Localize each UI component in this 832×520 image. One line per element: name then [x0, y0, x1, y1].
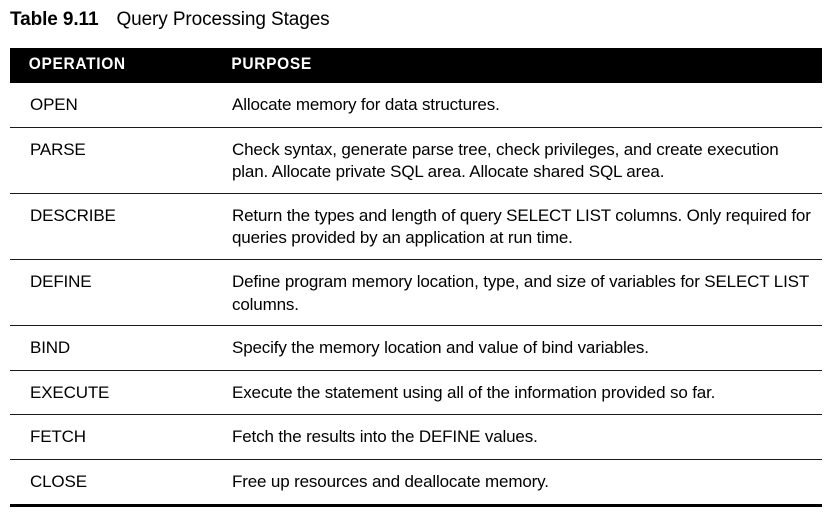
cell-operation: EXECUTE — [10, 370, 222, 416]
cell-purpose: Fetch the results into the DEFINE values… — [222, 414, 822, 461]
cell-operation: DEFINE — [10, 259, 222, 327]
cell-purpose: Return the types and length of query SEL… — [222, 193, 822, 261]
cell-purpose: Specify the memory location and value of… — [222, 325, 822, 371]
column-header-purpose: PURPOSE — [222, 48, 786, 83]
cell-operation: PARSE — [10, 127, 222, 194]
table-caption-label: Table 9.11 — [10, 9, 99, 30]
table-caption-title: Query Processing Stages — [116, 9, 330, 30]
cell-purpose: Allocate memory for data structures. — [222, 83, 822, 128]
column-header-operation: OPERATION — [10, 48, 210, 83]
cell-purpose: Free up resources and deallocate memory. — [222, 459, 822, 507]
cell-operation: CLOSE — [10, 459, 222, 507]
cell-operation: DESCRIBE — [10, 193, 222, 261]
table-caption: Table 9.11 Query Processing Stages — [10, 4, 822, 36]
cell-purpose: Execute the statement using all of the i… — [222, 370, 822, 416]
table-head: OPERATION PURPOSE — [10, 48, 822, 83]
table-header-row: OPERATION PURPOSE — [10, 48, 822, 83]
cell-operation: BIND — [10, 325, 222, 371]
cell-purpose: Define program memory location, type, an… — [222, 259, 822, 327]
cell-operation: FETCH — [10, 414, 222, 461]
cell-purpose: Check syntax, generate parse tree, check… — [222, 127, 822, 194]
cell-operation: OPEN — [10, 83, 222, 128]
